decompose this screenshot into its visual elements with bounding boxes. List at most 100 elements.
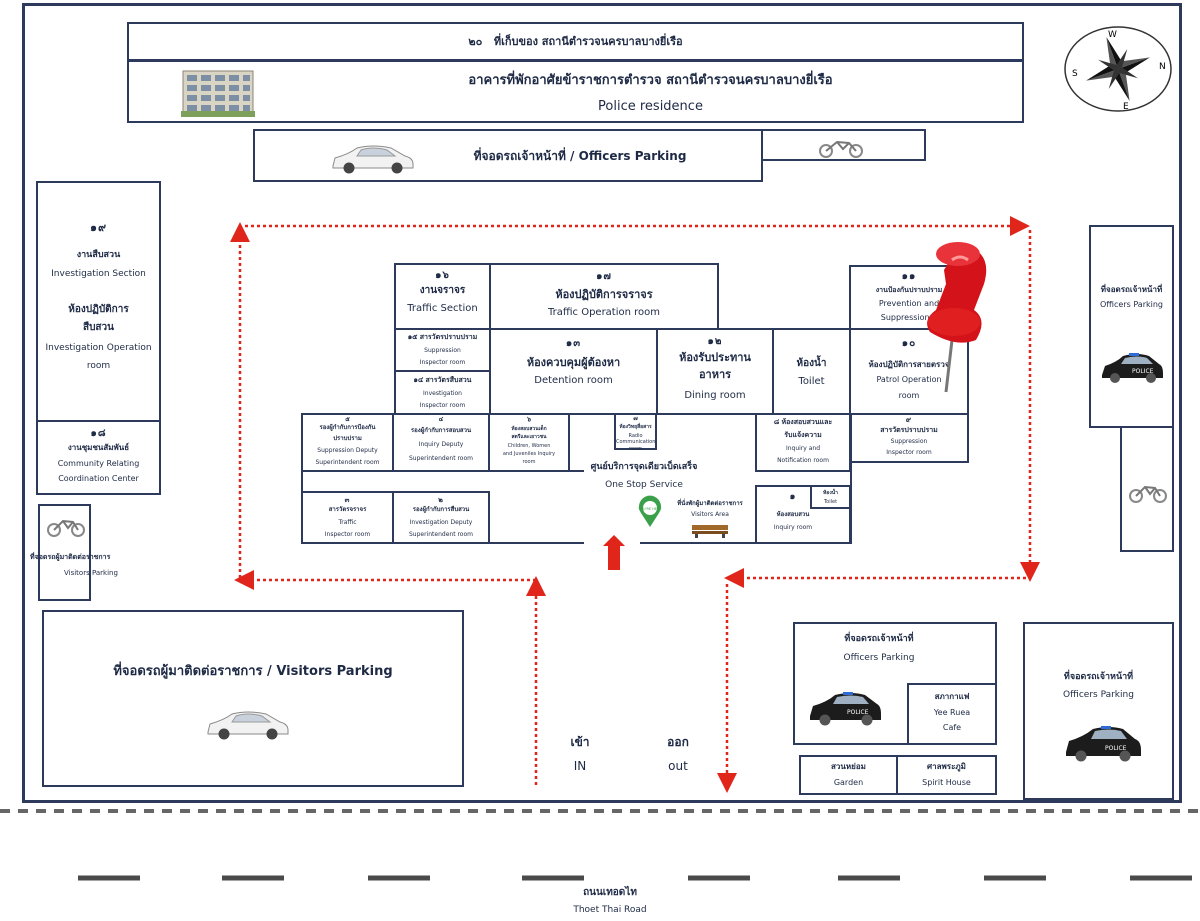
room-14-en2: Inspector room [419, 402, 466, 409]
room-15-number: ๑๕ [407, 333, 418, 341]
room-12-dining: ๑๒ ห้องรับประทาน อาหาร Dining room [656, 328, 774, 415]
room-19-th1: งานสืบสวน [76, 250, 121, 260]
room-2-en2: Superintendent room [409, 531, 473, 538]
room-13-detention: ๑๓ ห้องควบคุมผู้ต้องหา Detention room [489, 328, 658, 415]
visitors-parking-small-th: ที่จอดรถผู้มาติดต่อราชการ [30, 553, 111, 561]
room-18-number: ๑๘ [90, 428, 107, 439]
room-12-th2: อาหาร [698, 368, 732, 381]
room-6-en1: Children, Women [507, 443, 551, 449]
room-5-en1: Suppression Deputy [317, 447, 378, 454]
spirit-house: ศาลพระภูมิ Spirit House [896, 755, 997, 795]
garden-th: สวนหย่อม [831, 762, 866, 771]
compass-icon: W N S E [1064, 26, 1172, 112]
room-1-number: ๑ [789, 492, 797, 502]
room-13-number: ๑๓ [565, 338, 582, 349]
compass-n: N [1159, 62, 1166, 72]
police-car-icon: POLICE [1066, 726, 1141, 762]
storage-label-box: ๒๐ ที่เก็บของ สถานีตำรวจนครบาลบางยี่เรือ [127, 22, 1024, 61]
room-10-en2: room [898, 391, 920, 400]
room-7-radio-communication: ๗ ห้องวิทยุสื่อสาร Radio Communication r… [614, 413, 657, 452]
toilet-th: ห้องน้ำ [796, 358, 827, 369]
room-13-th: ห้องควบคุมผู้ต้องหา [526, 356, 621, 369]
one-stop-service-th: ศูนย์บริการจุดเดียวเบ็ดเสร็จ [590, 462, 698, 472]
room-18-th: งานชุมชนสัมพันธ์ [67, 443, 130, 452]
room-14-en1: Investigation [423, 390, 462, 397]
room-2-number: ๒ [438, 496, 444, 504]
visitors-area-th: ที่นั่งพักผู้มาติดต่อราชการ [677, 500, 743, 507]
police-car-icon: POLICE [1102, 353, 1163, 383]
room-14-number: ๑๔ [413, 376, 424, 384]
room-6-en3: room [522, 459, 536, 465]
room-12-number: ๑๒ [707, 336, 723, 347]
officers-parking-right-en: Officers Parking [1099, 300, 1163, 309]
room-10-number: ๑๐ [901, 338, 917, 349]
visitors-area-en: Visitors Area [691, 511, 729, 518]
officers-parking-bottom-1-en: Officers Parking [843, 653, 915, 663]
small-toilet-en: Toilet [823, 499, 838, 505]
lower-building-outline [301, 413, 852, 544]
room-15-en2: Inspector room [419, 359, 466, 366]
yee-ruea-cafe: สภากาแฟ Yee Ruea Cafe [907, 683, 997, 745]
room-18-en2: Coordination Center [58, 474, 139, 483]
officers-parking-bottom-1-th: ที่จอดรถเจ้าหน้าที่ [844, 634, 914, 644]
motorcycle-parking-top [761, 129, 926, 161]
room-8-en2: Notification room [777, 457, 829, 464]
officers-parking-right: ที่จอดรถเจ้าหน้าที่ Officers Parking POL… [1089, 225, 1174, 428]
bench-icon [692, 525, 728, 538]
room-19-th3: สืบสวน [82, 322, 114, 333]
room-11-number: ๑๑ [901, 271, 917, 282]
one-stop-service-en: One Stop Service [605, 480, 683, 490]
room-6-th1: ห้องสอบสวนเด็ก [511, 426, 547, 432]
room-17-en: Traffic Operation room [547, 307, 661, 318]
room-9-en2: Inspector room [886, 449, 932, 456]
push-pin-icon [927, 242, 987, 393]
visitors-parking-large: ที่จอดรถผู้มาติดต่อราชการ / Visitors Par… [42, 610, 464, 787]
room-9-th: สารวัตรปราบปราม [880, 426, 938, 434]
room-3-en2: Inspector room [324, 531, 371, 538]
spirit-house-en: Spirit House [922, 778, 971, 787]
room-2-investigation-deputy: ๒ รองผู้กำกับการสืบสวน Investigation Dep… [392, 491, 490, 544]
room-10-th: ห้องปฏิบัติการสายตรวจ [868, 360, 950, 369]
room-5-number: ๕ [345, 416, 350, 423]
toilet-main: ห้องน้ำ Toilet [772, 328, 851, 415]
room-7-th: ห้องวิทยุสื่อสาร [619, 424, 652, 430]
room-6-th2: สตรีและเยาวชน [511, 434, 547, 440]
room-15-en1: Suppression [424, 347, 461, 354]
car-icon [332, 145, 414, 174]
room-9-en1: Suppression [890, 438, 928, 445]
room-17-th: ห้องปฏิบัติการจราจร [555, 288, 653, 301]
room-11-th: งานป้องกันปราบปราม [875, 286, 943, 294]
room-15-th: สารวัตรปราบปราม [419, 333, 478, 341]
room-9-number: ๙ [905, 416, 913, 424]
road-name-en: Thoet Thai Road [573, 905, 647, 915]
motorcycle-parking-right [1120, 426, 1174, 552]
toilet-en: Toilet [798, 376, 825, 387]
room-2-en1: Investigation Deputy [409, 519, 473, 526]
spirit-house-th: ศาลพระภูมิ [927, 762, 966, 771]
room-5-th1: รองผู้กำกับการป้องกัน [319, 424, 376, 431]
visitors-parking-small-en: Visitors Parking [64, 569, 118, 577]
room-4-en2: Superintendent room [409, 455, 473, 462]
building-icon [181, 70, 255, 117]
small-toilet-th: ห้องน้ำ [823, 490, 838, 496]
room-13-en: Detention room [534, 375, 613, 386]
compass-s: S [1072, 69, 1078, 79]
pin-label: YOU'RE HERE [638, 507, 661, 511]
room-6-children-women-inquiry: ๖ ห้องสอบสวนเด็ก สตรีและเยาวชน Children,… [488, 413, 570, 472]
room-4-inquiry-deputy: ๔ รองผู้กำกับการสอบสวน Inquiry Deputy Su… [392, 413, 490, 472]
entrance-in-th: เข้า [570, 735, 590, 749]
room-5-th2: ปราบปราม [333, 435, 362, 442]
officers-parking-bottom-2: ที่จอดรถเจ้าหน้าที่ Officers Parking POL… [1023, 622, 1174, 800]
room-11-en2: Suppression S [880, 313, 938, 322]
room-3-th: สารวัตรจราจร [328, 506, 367, 513]
room-1-th: ห้องสอบสวน [776, 511, 810, 518]
car-plate: POLICE [847, 709, 869, 716]
officers-parking-bottom-2-th: ที่จอดรถเจ้าหน้าที่ [1063, 672, 1134, 682]
room-10-en1: Patrol Operation [876, 375, 942, 384]
room-12-en: Dining room [684, 390, 746, 401]
car-plate: POLICE [1132, 368, 1154, 375]
police-residence: อาคารที่พักอาศัยข้าราชการตำรวจ สถานีตำรว… [127, 60, 1024, 123]
room-8-number: ๘ [773, 418, 780, 426]
